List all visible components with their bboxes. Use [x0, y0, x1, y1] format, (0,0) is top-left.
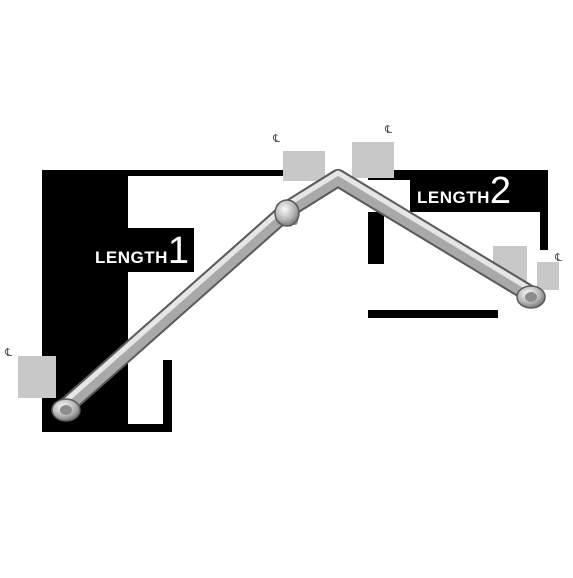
- grab-bar: [51, 169, 546, 422]
- length2-word: LENGTH: [417, 188, 490, 207]
- length1-label: LENGTH1: [95, 232, 190, 270]
- length2-dimension-frame: [368, 170, 548, 318]
- flange-right: [516, 285, 546, 309]
- centerline-tag-top-left: [283, 151, 325, 181]
- flange-middle-support: [274, 199, 300, 227]
- length1-number: 1: [167, 230, 190, 272]
- flange-bottom-left: [51, 398, 81, 422]
- centerline-mark-bottom-left: ℄: [5, 346, 13, 359]
- centerline-tag-bottom-left: [18, 356, 56, 398]
- centerline-tag-far-right: [537, 262, 559, 290]
- centerline-tags: [18, 142, 559, 398]
- centerline-mark-top-right: ℄: [385, 123, 393, 136]
- length2-label: LENGTH2: [417, 172, 512, 210]
- centerline-mark-top-left: ℄: [273, 132, 281, 145]
- centerline-tag-top-right: [352, 142, 394, 178]
- centerline-mark-right: ℄: [555, 251, 563, 264]
- length1-word: LENGTH: [95, 248, 168, 267]
- length2-number: 2: [489, 170, 512, 212]
